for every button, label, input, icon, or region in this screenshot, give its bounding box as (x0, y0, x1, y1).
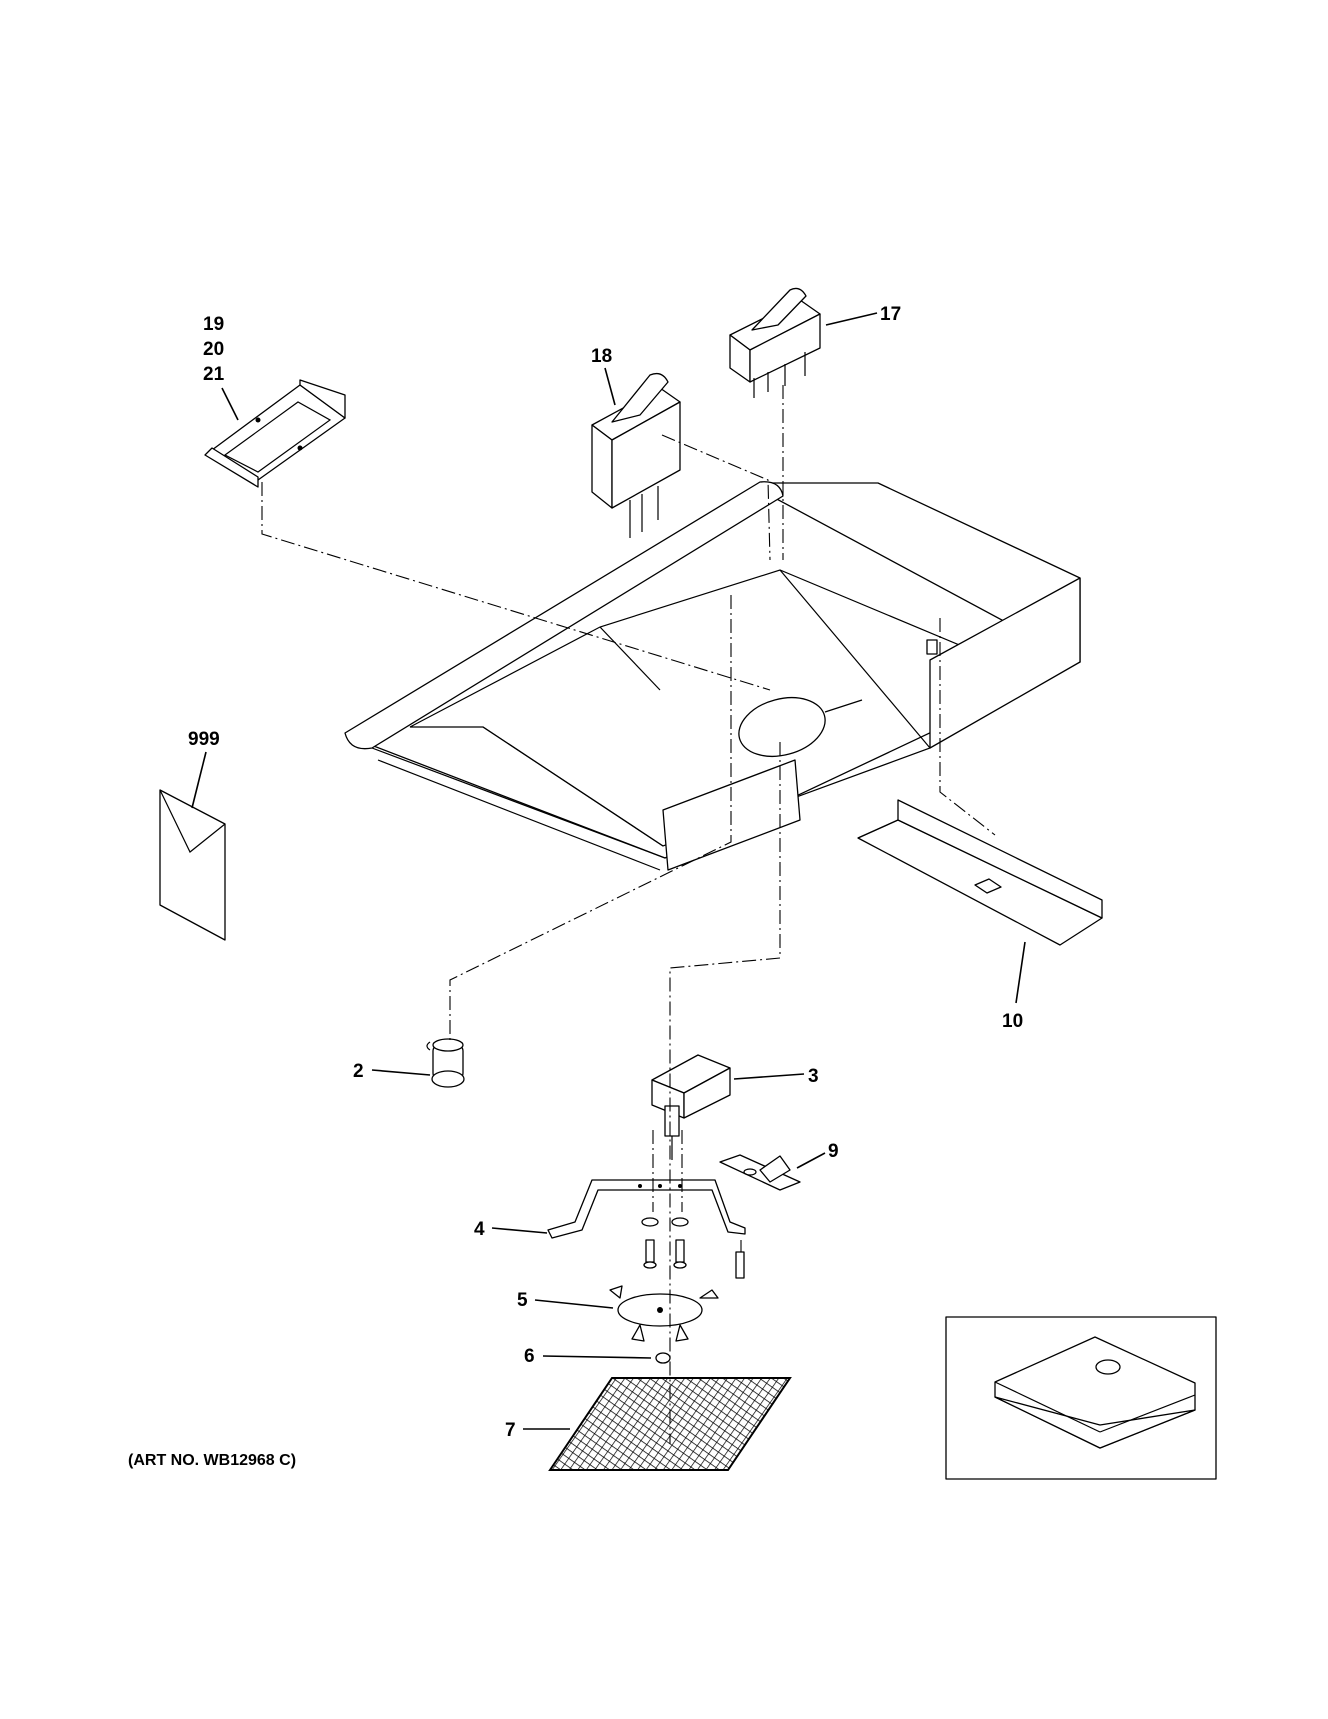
light-housing (204, 379, 346, 488)
rocker-switch-18 (591, 372, 681, 538)
callout-labels: 19 20 21 18 17 999 10 2 3 9 4 5 6 7 (ART… (128, 304, 1023, 1469)
rocker-switch-17 (729, 287, 821, 398)
assembly-lines (261, 385, 996, 1444)
lamp-socket (426, 1038, 465, 1088)
callout-17: 17 (880, 304, 901, 325)
callout-9: 9 (828, 1141, 839, 1162)
callout-3: 3 (808, 1066, 819, 1087)
literature-envelope (159, 789, 226, 941)
callout-18: 18 (591, 346, 612, 367)
blower-wheel (609, 1285, 719, 1342)
callout-21: 21 (203, 364, 225, 385)
filter-channel-bracket (857, 799, 1103, 946)
callout-5: 5 (517, 1290, 528, 1311)
callout-6: 6 (524, 1346, 535, 1367)
inset-view (945, 1316, 1217, 1480)
art-number: (ART NO. WB12968 C) (128, 1452, 296, 1469)
callout-7: 7 (505, 1420, 516, 1441)
mesh-filter (548, 1377, 792, 1471)
screws-washers (641, 1217, 745, 1279)
motor-bracket (547, 1179, 746, 1239)
callout-2: 2 (353, 1061, 364, 1082)
callout-20: 20 (203, 339, 224, 360)
callout-10: 10 (1002, 1011, 1023, 1032)
callout-19: 19 (203, 314, 224, 335)
blower-motor (651, 1054, 731, 1160)
leader-lines (191, 312, 1026, 1430)
range-hood-body (344, 481, 1081, 871)
callout-999: 999 (188, 729, 220, 750)
mounting-clip (719, 1154, 801, 1191)
clip-nut (655, 1352, 671, 1364)
callout-4: 4 (474, 1219, 485, 1240)
